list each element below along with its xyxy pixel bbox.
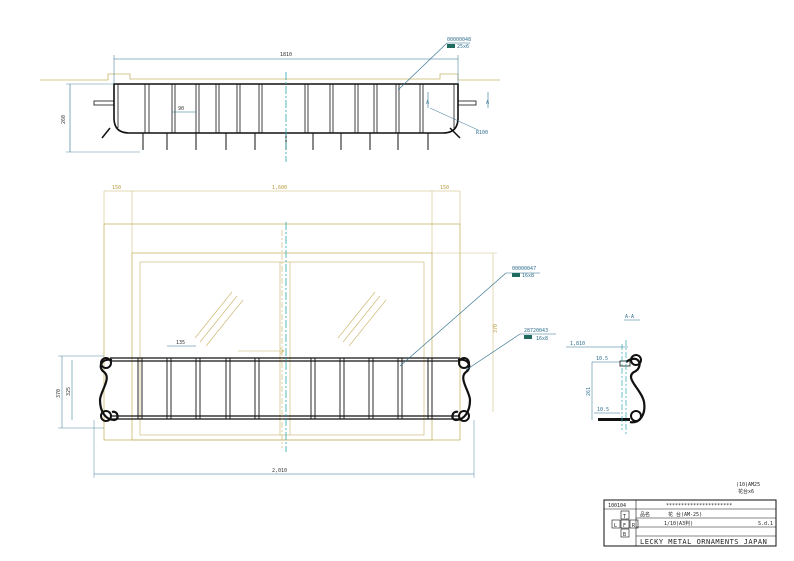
tb-name: 花 台(AM-25) <box>668 511 702 518</box>
front-leader-bar-spec: 16x8 <box>522 273 534 279</box>
front-leader-bar-part: 00000047 <box>512 266 536 272</box>
tb-number: 100104 <box>608 503 626 509</box>
top-height-dim: 260 <box>61 115 67 124</box>
tb-box-b: B <box>623 532 626 538</box>
note-line1: (10)AM25 <box>736 482 760 488</box>
top-leader-spec: 25x6 <box>457 44 469 50</box>
side-top-dim: 1,810 <box>570 341 585 347</box>
front-total-dim: 2,010 <box>272 468 287 474</box>
front-left-outer-dim: 370 <box>56 389 62 398</box>
section-label: A-A <box>625 314 634 320</box>
side-height-dim: 261 <box>586 387 592 396</box>
tb-box-l: L <box>614 523 617 529</box>
front-window-h-dim: 370 <box>493 324 499 333</box>
front-leader-scroll-part: 28720043 <box>524 328 548 334</box>
top-view: 1810 260 90 00000048 25x6 R100 A A <box>40 37 500 162</box>
top-radius-dim: R100 <box>476 130 488 136</box>
part-note: (10)AM25 花台x6 <box>736 482 760 495</box>
side-view: A-A 1,810 261 10.5 10.5 <box>566 314 646 434</box>
tb-box-r: R <box>632 523 636 529</box>
tb-box-t: T <box>623 514 626 520</box>
tb-date: S.d.1 <box>758 521 773 527</box>
note-line2: 花台x6 <box>738 488 754 495</box>
tb-company: LECKY METAL ORNAMENTS JAPAN <box>640 538 767 546</box>
side-r-bottom-dim: 10.5 <box>597 407 609 413</box>
tb-label-name: 品名 <box>640 511 650 518</box>
top-leader-part: 00000048 <box>447 37 471 43</box>
front-view: 150 1,600 150 370 <box>56 185 556 478</box>
tb-scale: 1/10(A3判) <box>664 520 693 527</box>
top-width-dim: 1810 <box>280 52 292 58</box>
tb-stars: ********************** <box>666 503 732 509</box>
front-left-inner-dim: 325 <box>66 387 72 396</box>
tb-box-f: F <box>623 523 626 529</box>
front-side-left-dim: 150 <box>112 185 121 191</box>
front-side-right-dim: 150 <box>440 185 449 191</box>
side-r-top-dim: 10.5 <box>596 356 608 362</box>
front-leader-scroll-spec: 16x8 <box>536 336 548 342</box>
svg-text:A: A <box>486 100 489 106</box>
front-center-dim: 1,600 <box>272 185 287 191</box>
top-spacing-dim: 90 <box>178 106 184 112</box>
title-block: 100104 ********************** 品名 花 台(AM-… <box>603 499 777 547</box>
front-pitch-dim: 135 <box>176 340 185 346</box>
svg-text:A: A <box>426 100 429 106</box>
